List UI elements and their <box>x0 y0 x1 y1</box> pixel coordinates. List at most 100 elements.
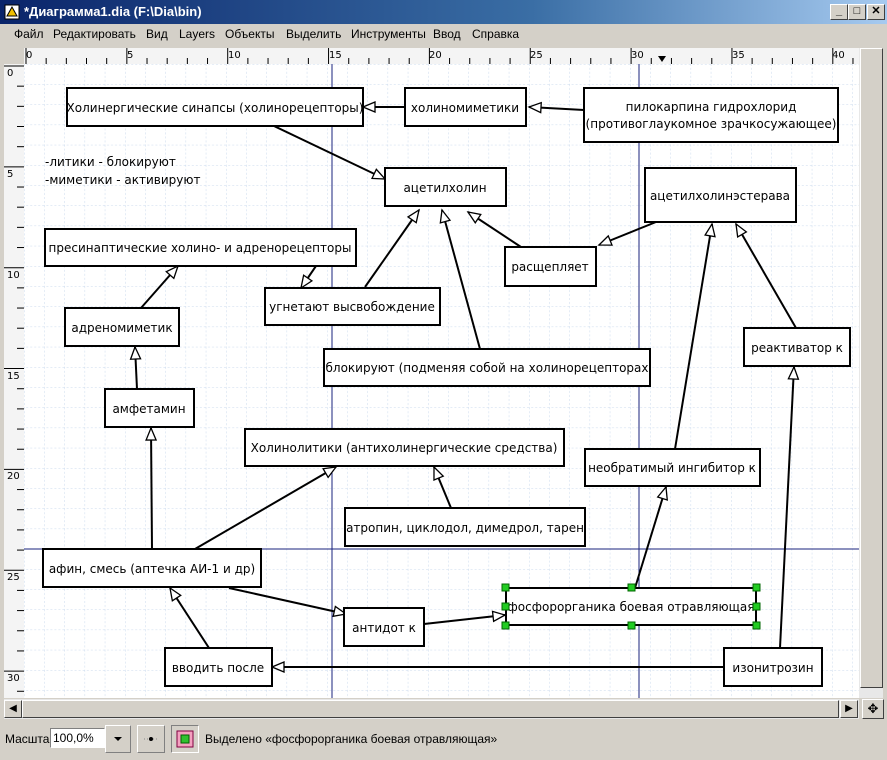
menu-edit[interactable]: Редактировать <box>53 27 136 41</box>
connector-line[interactable] <box>634 485 669 589</box>
node-reactivator[interactable]: реактиватор к <box>743 327 851 367</box>
maximize-button[interactable]: □ <box>848 4 866 20</box>
node-label: (противоглаукомное зрачкосужающее) <box>586 117 837 131</box>
connector-line[interactable] <box>597 221 657 246</box>
node-block[interactable]: блокируют (подменяя собой на холинорецеп… <box>323 348 651 387</box>
connector-line[interactable] <box>779 365 800 649</box>
vertical-scroll-thumb[interactable] <box>860 48 883 688</box>
menu-help[interactable]: Справка <box>472 27 520 41</box>
connector-line[interactable] <box>129 345 142 390</box>
navigate-icon[interactable]: ✥ <box>862 699 884 719</box>
arrowhead-icon <box>145 426 158 441</box>
arrowhead-icon <box>433 465 445 481</box>
node-label: пресинаптические холино- и адренорецепто… <box>49 241 352 255</box>
node-isonitrosine[interactable]: изонитрозин <box>723 647 823 687</box>
node-amphetamine[interactable]: амфетамин <box>104 388 195 428</box>
menu-bar: Файл Редактировать Вид Layers Объекты Вы… <box>0 24 887 44</box>
node-label: антидот к <box>352 621 416 635</box>
arrowhead-icon <box>439 208 452 224</box>
menu-view[interactable]: Вид <box>146 27 168 41</box>
node-label: расщепляет <box>511 260 588 274</box>
node-cholinolytics[interactable]: Холинолитики (антихолинергические средст… <box>244 428 565 467</box>
node-label: ацетилхолин <box>403 181 486 195</box>
object-snap-icon <box>176 730 194 748</box>
selection-handles[interactable] <box>501 583 761 630</box>
menu-objects[interactable]: Объекты <box>225 27 275 41</box>
connector-line[interactable] <box>674 222 716 450</box>
menu-tools[interactable]: Инструменты <box>351 27 426 41</box>
node-label: афин, смесь (аптечка АИ-1 и др) <box>49 562 255 576</box>
ruler-label: 5 <box>7 169 13 180</box>
menu-layers[interactable]: Layers <box>179 27 216 41</box>
vertical-ruler-ticks: 0 5 10 15 20 25 30 <box>4 65 24 692</box>
arrowhead-icon <box>656 485 669 501</box>
node-afin-mixture[interactable]: афин, смесь (аптечка АИ-1 и др) <box>42 548 262 588</box>
node-cholinergic-synapses[interactable]: Холинергические синапсы (холинорецепторы… <box>66 87 364 127</box>
connector-line[interactable] <box>145 426 158 550</box>
ruler-label: 30 <box>7 673 20 684</box>
node-label: адреномиметик <box>71 321 172 335</box>
arrowhead-icon <box>735 222 748 238</box>
node-label: фосфорорганика боевая отравляющая <box>508 600 755 614</box>
connector-line[interactable] <box>169 586 210 649</box>
node-label: изонитрозин <box>732 661 813 675</box>
connector-line[interactable] <box>140 264 180 309</box>
connector-line[interactable] <box>273 125 387 180</box>
connector-line[interactable] <box>439 208 481 350</box>
snap-to-grid-toggle[interactable] <box>137 725 165 753</box>
connector-line[interactable] <box>228 587 348 618</box>
node-presynaptic-receptors[interactable]: пресинаптические холино- и адренорецепто… <box>44 228 357 267</box>
node-organophosphate[interactable]: фосфорорганика боевая отравляющая <box>501 583 761 630</box>
arrowhead-icon <box>491 610 507 623</box>
ruler-label: 40 <box>832 50 845 61</box>
scroll-left-arrow-icon[interactable]: ◀ <box>4 700 22 718</box>
zoom-input[interactable] <box>50 728 105 748</box>
vertical-scrollbar[interactable] <box>859 48 883 698</box>
ruler-label: 5 <box>127 50 133 61</box>
status-message: Выделено «фосфорорганика боевая отравляю… <box>205 732 498 746</box>
connector-line[interactable] <box>433 465 452 509</box>
arrowhead-icon <box>371 168 387 180</box>
menu-input[interactable]: Ввод <box>433 27 461 41</box>
node-antidote[interactable]: антидот к <box>343 607 425 647</box>
node-inhibit-release[interactable]: угнетают высвобождение <box>264 287 441 326</box>
arrowhead-icon <box>527 101 542 114</box>
object-snap-toggle[interactable] <box>171 725 199 753</box>
status-bar: Масштаб Выделено «фосфорорганика боевая … <box>0 722 887 760</box>
close-button[interactable]: ✕ <box>867 4 885 20</box>
connector-line[interactable] <box>194 466 338 550</box>
connector-line[interactable] <box>735 222 797 329</box>
connector-line[interactable] <box>527 101 585 114</box>
node-administer-after[interactable]: вводить после <box>164 647 273 687</box>
minimize-button[interactable]: _ <box>830 4 848 20</box>
node-pilocarpine[interactable]: пилокарпина гидрохлорид (противоглаукомн… <box>583 87 839 143</box>
connector-line[interactable] <box>270 661 724 673</box>
scroll-right-arrow-icon[interactable]: ▶ <box>840 700 858 718</box>
ruler-corner <box>4 48 24 64</box>
node-atropine[interactable]: атропин, циклодол, димедрол, тарен <box>344 507 586 547</box>
connector-line[interactable] <box>364 208 420 288</box>
node-adrenomimetic[interactable]: адреномиметик <box>64 307 180 347</box>
node-irreversible-inhibitor[interactable]: необратимый ингибитор к <box>584 448 761 487</box>
menu-select[interactable]: Выделить <box>286 27 342 41</box>
node-acetylcholine[interactable]: ацетилхолин <box>384 167 507 207</box>
node-label: холиномиметики <box>411 101 519 115</box>
arrowhead-icon <box>406 208 420 224</box>
horizontal-scroll-thumb[interactable] <box>22 700 839 718</box>
arrowhead-icon <box>165 264 180 280</box>
horizontal-scrollbar[interactable]: ◀ ▶ <box>4 699 859 719</box>
diagram-canvas[interactable]: -литики - блокируют -миметики - активиру… <box>24 64 859 698</box>
zoom-dropdown-button[interactable] <box>105 725 131 753</box>
node-acetylcholinesterase[interactable]: ацетилхолинэстерава <box>644 167 797 223</box>
arrowhead-icon <box>300 274 314 290</box>
arrowhead-icon <box>270 661 285 673</box>
connector-line[interactable] <box>423 610 507 625</box>
node-label: необратимый ингибитор к <box>588 461 756 475</box>
node-cholinomimetics[interactable]: холиномиметики <box>404 87 527 127</box>
connector-line[interactable] <box>466 211 522 248</box>
menu-file[interactable]: Файл <box>14 27 44 41</box>
ruler-label: 10 <box>228 50 241 61</box>
connector-line[interactable] <box>361 101 405 113</box>
snap-grid-icon <box>144 737 158 741</box>
node-splits[interactable]: расщепляет <box>504 246 597 287</box>
